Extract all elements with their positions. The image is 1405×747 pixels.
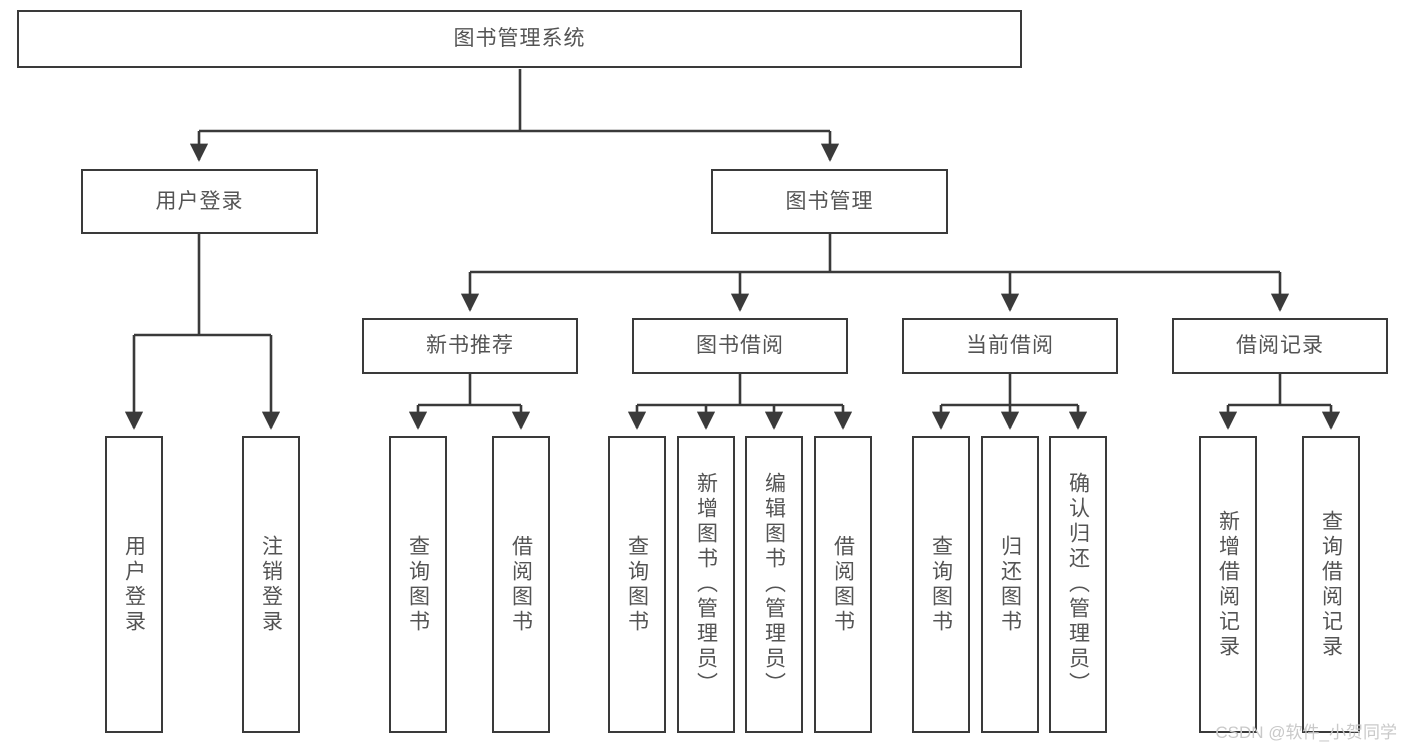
leaf-borrow-book-label: 借阅图书: [831, 534, 855, 635]
leaf-logout-label: 注销登录: [259, 534, 283, 635]
leaf-search-book-borrow-label: 查询图书: [625, 534, 649, 635]
csdn-watermark: CSDN @软件_小贺同学: [1215, 723, 1397, 742]
node-root-label: 图书管理系统: [453, 27, 586, 51]
leaf-search-book-recommend-label: 查询图书: [406, 534, 430, 635]
leaf-edit-book-admin[interactable]: 编辑图书（管理员）: [745, 436, 803, 733]
leaf-confirm-return-admin[interactable]: 确认归还（管理员）: [1049, 436, 1107, 733]
node-borrow-record-label: 借阅记录: [1236, 334, 1324, 358]
leaf-search-book-recommend[interactable]: 查询图书: [389, 436, 447, 733]
node-book-borrow[interactable]: 图书借阅: [632, 318, 848, 374]
leaf-confirm-return-admin-label: 确认归还（管理员）: [1066, 472, 1090, 697]
node-new-book-recommend-label: 新书推荐: [426, 334, 514, 358]
node-current-borrow-label: 当前借阅: [966, 334, 1054, 358]
node-root[interactable]: 图书管理系统: [17, 10, 1022, 68]
leaf-return-book-label: 归还图书: [998, 534, 1022, 635]
leaf-add-book-admin-label: 新增图书（管理员）: [694, 472, 718, 697]
leaf-search-book-current-label: 查询图书: [929, 534, 953, 635]
node-current-borrow[interactable]: 当前借阅: [902, 318, 1118, 374]
leaf-user-login[interactable]: 用户登录: [105, 436, 163, 733]
leaf-user-login-label: 用户登录: [122, 534, 146, 635]
node-new-book-recommend[interactable]: 新书推荐: [362, 318, 578, 374]
leaf-search-book-borrow[interactable]: 查询图书: [608, 436, 666, 733]
node-user-login-label: 用户登录: [155, 189, 244, 213]
leaf-return-book[interactable]: 归还图书: [981, 436, 1039, 733]
leaf-search-borrow-record[interactable]: 查询借阅记录: [1302, 436, 1360, 733]
node-book-borrow-label: 图书借阅: [696, 334, 784, 358]
leaf-search-borrow-record-label: 查询借阅记录: [1319, 509, 1343, 660]
leaf-borrow-book-recommend-label: 借阅图书: [509, 534, 533, 635]
leaf-add-borrow-record[interactable]: 新增借阅记录: [1199, 436, 1257, 733]
leaf-add-borrow-record-label: 新增借阅记录: [1216, 509, 1240, 660]
leaf-logout[interactable]: 注销登录: [242, 436, 300, 733]
node-book-management[interactable]: 图书管理: [711, 169, 948, 234]
leaf-borrow-book[interactable]: 借阅图书: [814, 436, 872, 733]
leaf-search-book-current[interactable]: 查询图书: [912, 436, 970, 733]
leaf-add-book-admin[interactable]: 新增图书（管理员）: [677, 436, 735, 733]
node-book-management-label: 图书管理: [785, 189, 874, 213]
node-user-login[interactable]: 用户登录: [81, 169, 318, 234]
node-borrow-record[interactable]: 借阅记录: [1172, 318, 1388, 374]
leaf-edit-book-admin-label: 编辑图书（管理员）: [762, 472, 786, 697]
leaf-borrow-book-recommend[interactable]: 借阅图书: [492, 436, 550, 733]
